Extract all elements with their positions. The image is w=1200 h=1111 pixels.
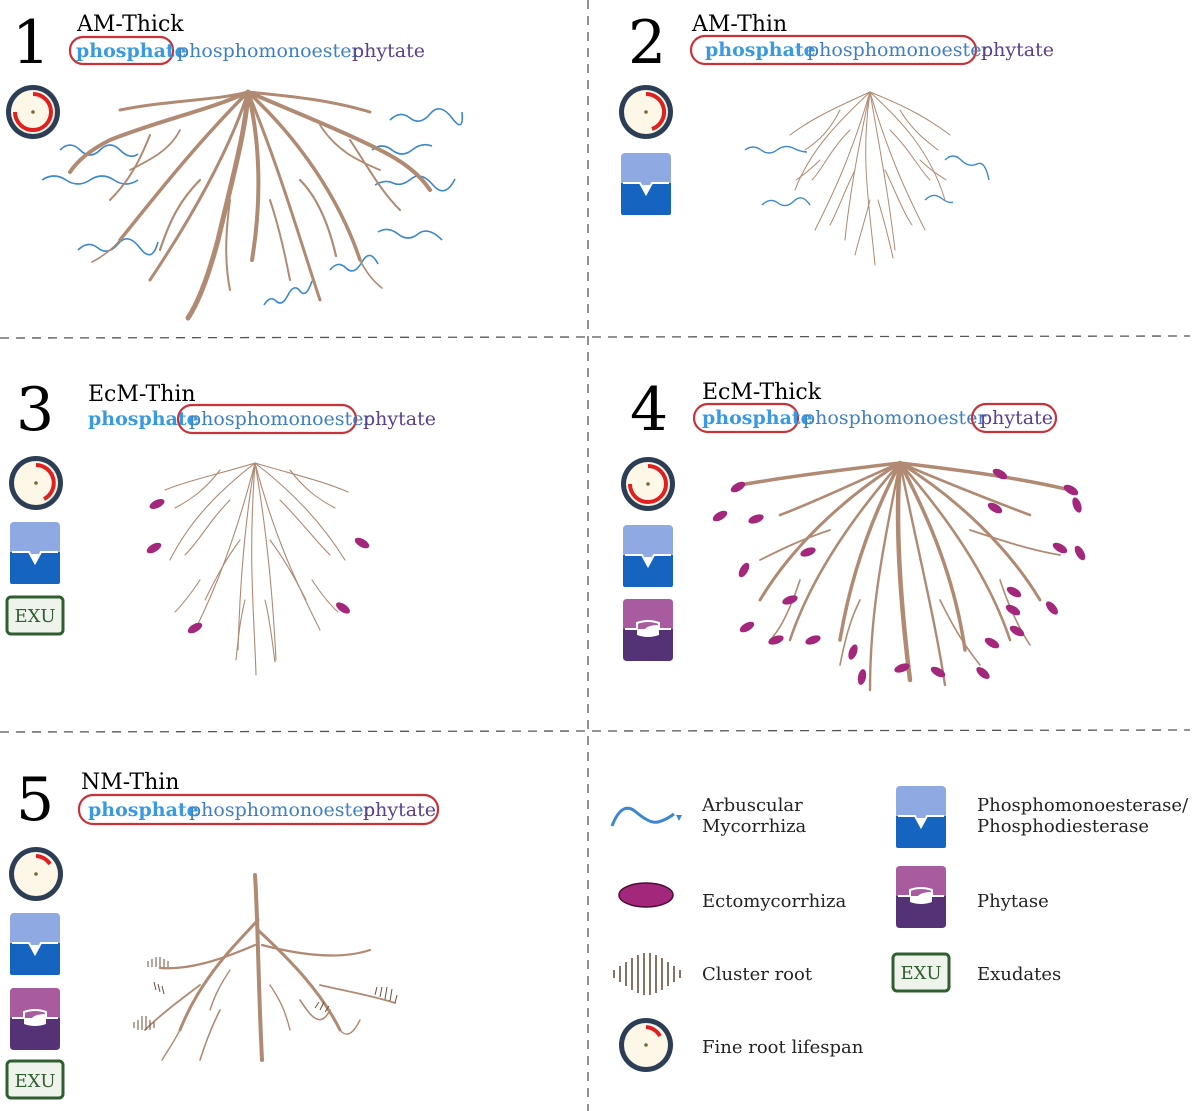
panel-title: AM-Thick: [76, 12, 184, 37]
highlight-ring: [77, 793, 440, 826]
panel-number: 1: [12, 8, 50, 78]
legend-phytase-icon: [895, 865, 947, 929]
phytase-icon: [622, 598, 674, 662]
panel-1-am-thick: 1 AM-Thick phosphate phosphomonoester ph…: [6, 8, 464, 321]
thick-root-system: [738, 460, 1072, 692]
lifespan-clock-icon: [619, 85, 673, 139]
legend: Arbuscular Mycorrhiza Ectomycorrhiza Clu…: [610, 785, 1189, 1072]
legend-lifespan-icon: [619, 1018, 673, 1072]
label-phosphate: phosphate: [88, 799, 199, 821]
panel-number: 2: [628, 8, 666, 78]
lifespan-clock-icon: [9, 847, 63, 901]
label-phytate: phytate: [352, 40, 425, 62]
thin-root-system: [164, 462, 349, 676]
panel-3-ecm-thin: 3 EcM-Thin phosphate phosphomonoester ph…: [5, 375, 436, 676]
exu-label: EXU: [14, 606, 55, 627]
label-phytate: phytate: [981, 39, 1054, 61]
legend-am-line1: Arbuscular: [701, 795, 803, 816]
label-phosphomonoester: phosphomonoester: [189, 799, 373, 821]
label-phosphate: phosphate: [88, 408, 199, 430]
legend-pme-icon: [895, 785, 947, 849]
label-phosphate: phosphate: [705, 39, 816, 61]
lifespan-clock-icon: [6, 85, 60, 139]
panel-number: 3: [16, 375, 54, 445]
legend-cluster-label: Cluster root: [702, 964, 813, 985]
legend-ecto-icon: [618, 882, 674, 908]
label-phosphomonoester: phosphomonoester: [177, 40, 361, 62]
thin-root-system: [789, 91, 951, 266]
divider-row1: [0, 335, 1191, 339]
legend-cluster-icon: [613, 953, 681, 995]
legend-pme-line2: Phosphodiesterase: [977, 816, 1149, 837]
legend-phytase-label: Phytase: [977, 891, 1049, 912]
nm-root-system: [144, 873, 396, 1062]
legend-exudates-label: Exudates: [977, 964, 1061, 985]
phosphomonoesterase-icon: [622, 524, 674, 588]
am-hyphae: [41, 108, 464, 306]
label-phosphate: phosphate: [702, 407, 813, 429]
label-phytate: phytate: [980, 407, 1053, 429]
phosphomonoesterase-icon: [9, 912, 61, 976]
lifespan-clock-icon: [9, 456, 63, 510]
legend-ecto-label: Ectomycorrhiza: [702, 891, 846, 912]
phytase-icon: [9, 987, 61, 1051]
highlight-ring: [970, 402, 1058, 434]
am-hyphae: [744, 145, 990, 207]
highlight-ring: [689, 34, 978, 66]
label-phytate: phytate: [363, 408, 436, 430]
highlight-ring: [176, 403, 358, 435]
legend-lifespan-label: Fine root lifespan: [702, 1037, 864, 1058]
label-phosphomonoester: phosphomonoester: [807, 39, 991, 61]
ectomycorrhiza-tips: [145, 496, 371, 636]
panel-number: 5: [16, 765, 54, 835]
exudates-badge: EXU: [5, 1059, 65, 1100]
highlight-ring: [692, 402, 800, 434]
panel-4-ecm-thick: 4 EcM-Thick phosphate phosphomonoester p…: [621, 375, 1088, 692]
panel-number: 4: [630, 375, 668, 445]
panel-title: AM-Thin: [691, 12, 787, 37]
panel-title: EcM-Thin: [88, 382, 196, 407]
label-phosphomonoester: phosphomonoester: [189, 408, 373, 430]
label-phosphomonoester: phosphomonoester: [803, 407, 987, 429]
panel-5-nm-thin: 5 NM-Thin phosphate phosphomonoester phy…: [5, 765, 440, 1100]
legend-pme-line1: Phosphomonoesterase/: [977, 795, 1189, 816]
panel-title: EcM-Thick: [702, 380, 822, 405]
highlight-ring: [68, 35, 175, 66]
thick-root-system: [68, 89, 432, 321]
exu-label: EXU: [14, 1071, 55, 1092]
divider-row2: [0, 729, 1191, 733]
panel-title: NM-Thin: [81, 770, 179, 795]
legend-exudates-badge: EXU: [891, 952, 951, 993]
legend-am-icon: [610, 806, 682, 827]
legend-exu-label: EXU: [900, 963, 941, 984]
exudates-badge: EXU: [5, 595, 65, 636]
phosphomonoesterase-icon: [9, 521, 61, 585]
lifespan-clock-icon: [621, 457, 675, 511]
label-phosphate: phosphate: [76, 40, 187, 62]
cluster-root-tufts: [133, 957, 398, 1030]
legend-am-line2: Mycorrhiza: [702, 816, 807, 837]
panel-2-am-thin: 2 AM-Thin phosphate phosphomonoester phy…: [619, 8, 1054, 266]
label-phytate: phytate: [363, 799, 436, 821]
phosphomonoesterase-icon: [620, 152, 672, 216]
